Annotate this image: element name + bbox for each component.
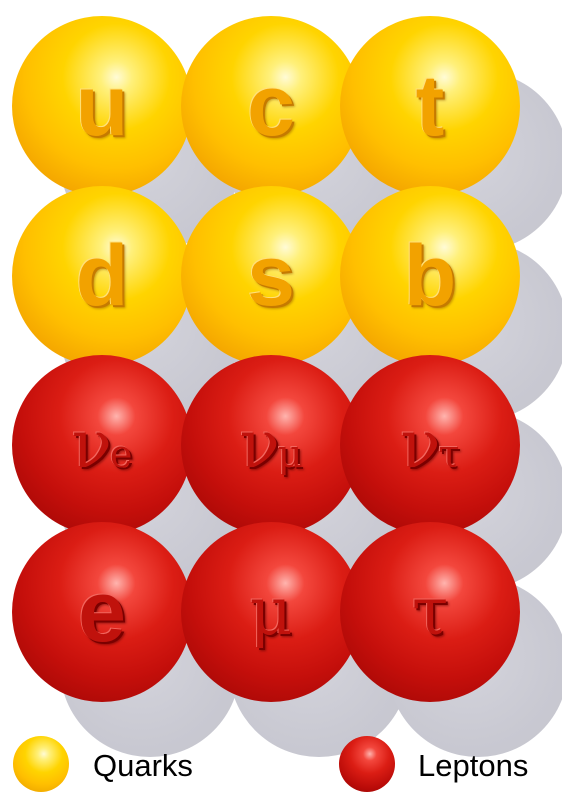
quark-symbol-main: t [415, 58, 445, 154]
quark-symbol-main: u [75, 58, 129, 154]
lepton-ball: e [12, 522, 192, 702]
lepton-symbol-main: ν [400, 406, 441, 483]
lepton-symbol-main: e [78, 564, 126, 660]
lepton-symbol-main: μ [249, 573, 293, 650]
quark-ball: s [181, 186, 361, 366]
lepton-legend-swatch [339, 736, 395, 792]
quark-symbol-main: s [247, 228, 295, 324]
quark-symbol: s [181, 186, 361, 366]
quark-symbol: u [12, 16, 192, 196]
quark-ball: u [12, 16, 192, 196]
lepton-symbol-main: ν [239, 406, 280, 483]
quark-legend-swatch [13, 736, 69, 792]
quark-symbol-main: d [75, 228, 129, 324]
lepton-symbol: τ [340, 522, 520, 702]
quark-legend-label: Quarks [93, 748, 193, 783]
quark-symbol-main: b [403, 228, 457, 324]
lepton-symbol-main: ν [71, 406, 112, 483]
quark-ball: b [340, 186, 520, 366]
lepton-symbol: e [12, 522, 192, 702]
lepton-symbol-subscript: τ [438, 432, 460, 476]
quark-symbol: d [12, 186, 192, 366]
quark-ball: c [181, 16, 361, 196]
quark-symbol: t [340, 16, 520, 196]
lepton-symbol-main: τ [411, 573, 449, 650]
lepton-symbol: μ [181, 522, 361, 702]
lepton-ball: μ [181, 522, 361, 702]
quark-ball: d [12, 186, 192, 366]
quark-symbol: b [340, 186, 520, 366]
quark-ball: t [340, 16, 520, 196]
lepton-symbol-subscript: e [109, 432, 133, 476]
lepton-symbol-subscript: μ [277, 432, 303, 476]
lepton-ball: τ [340, 522, 520, 702]
quark-symbol-main: c [247, 58, 295, 154]
lepton-legend-label: Leptons [418, 748, 529, 783]
quark-symbol: c [181, 16, 361, 196]
